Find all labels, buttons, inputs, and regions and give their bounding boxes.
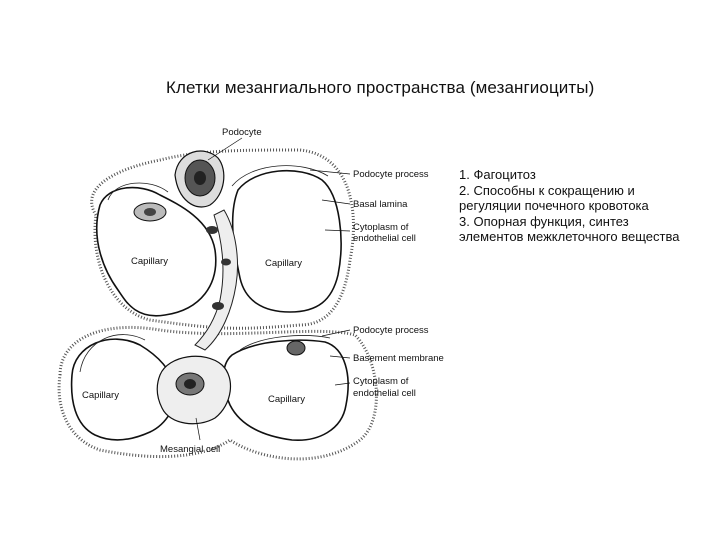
endothelial-nucleus-bottom bbox=[286, 340, 306, 356]
capillary-top-left bbox=[95, 186, 217, 317]
function-item: регуляции почечного кровотока bbox=[459, 198, 649, 213]
label-cytoplasm-bottom-line2: endothelial cell bbox=[353, 388, 416, 399]
capillary-lumens bbox=[70, 169, 349, 441]
capillary-bottom-right bbox=[222, 339, 349, 441]
label-podocyte: Podocyte bbox=[222, 127, 262, 138]
functions-list: 1. Фагоцитоз 2. Способны к сокращению и … bbox=[459, 167, 709, 245]
capillary-label: Capillary bbox=[268, 394, 305, 405]
capillary-label: Capillary bbox=[82, 390, 119, 401]
capillary-label: Capillary bbox=[265, 258, 302, 269]
mesangial-stalk bbox=[194, 209, 238, 351]
capillary-top-right bbox=[231, 169, 342, 313]
endothelial-layers bbox=[79, 165, 331, 373]
function-item: 2. Способны к сокращению и bbox=[459, 182, 635, 198]
label-basal-lamina: Basal lamina bbox=[353, 199, 408, 210]
function-item: 1. Фагоцитоз bbox=[459, 167, 536, 182]
label-basement-membrane: Basement membrane bbox=[353, 353, 444, 364]
label-mesangial-cell: Mesangial cell bbox=[160, 444, 220, 455]
capillary-label: Capillary bbox=[131, 256, 168, 267]
podocyte-cell bbox=[174, 150, 225, 208]
function-item: элементов межклеточного вещества bbox=[459, 229, 680, 244]
label-podocyte-process-top: Podocyte process bbox=[353, 169, 429, 180]
label-cytoplasm-top-line1: Cytoplasm of bbox=[353, 222, 409, 233]
label-podocyte-process-bottom: Podocyte process bbox=[353, 325, 429, 336]
foot-process-fringe bbox=[57, 148, 378, 461]
endothelial-nucleus-top bbox=[133, 202, 167, 222]
leader-lines bbox=[195, 137, 351, 441]
slide-title: Клетки мезангиального пространства (меза… bbox=[166, 78, 595, 97]
label-cytoplasm-bottom-line1: Cytoplasm of bbox=[353, 376, 409, 387]
function-item: 3. Опорная функция, синтез bbox=[459, 213, 629, 229]
label-cytoplasm-top-line2: endothelial cell bbox=[353, 233, 416, 244]
mesangial-cell bbox=[156, 355, 232, 425]
